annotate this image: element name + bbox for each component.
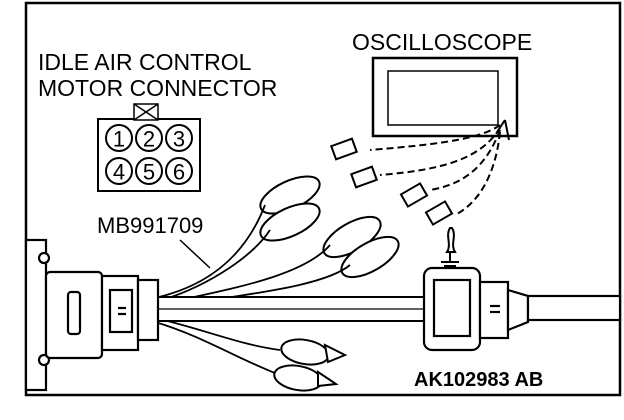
ground-symbol bbox=[441, 227, 459, 271]
harness-tool-label: MB991709 bbox=[97, 213, 203, 238]
connector-title-line2: MOTOR CONNECTOR bbox=[38, 75, 277, 101]
connector-pin-label-1: 1 bbox=[113, 127, 125, 152]
connector-pin-label-3: 3 bbox=[173, 127, 185, 152]
connector-pin-1 bbox=[105, 124, 133, 152]
connector-pin-5 bbox=[135, 157, 163, 185]
main-harness-cable bbox=[149, 296, 431, 322]
connector-pin-6 bbox=[165, 157, 193, 185]
left-device-connector bbox=[24, 238, 160, 392]
oscilloscope-screen bbox=[387, 70, 499, 126]
harness-tool-leader bbox=[179, 239, 211, 269]
connector-pin-2 bbox=[135, 124, 163, 152]
connector-pin-4 bbox=[105, 157, 133, 185]
oscilloscope-label: OSCILLOSCOPE bbox=[352, 29, 532, 55]
figure-border bbox=[24, 1, 622, 397]
connector-pin-label-2: 2 bbox=[143, 127, 155, 152]
probe-leads bbox=[369, 119, 510, 216]
probe-clips-lower bbox=[273, 338, 348, 392]
figure-code: AK102983 AB bbox=[414, 369, 543, 391]
connector-pin-label-5: 5 bbox=[143, 160, 155, 185]
connector-pin-label-6: 6 bbox=[173, 160, 185, 185]
connector-title-line1: IDLE AIR CONTROL bbox=[38, 49, 252, 75]
probe-clips bbox=[259, 137, 454, 279]
right-harness-connector bbox=[422, 266, 622, 352]
oscilloscope-unit bbox=[371, 56, 519, 138]
connector-pin-3 bbox=[165, 124, 193, 152]
connector-pin-label-4: 4 bbox=[113, 160, 125, 185]
